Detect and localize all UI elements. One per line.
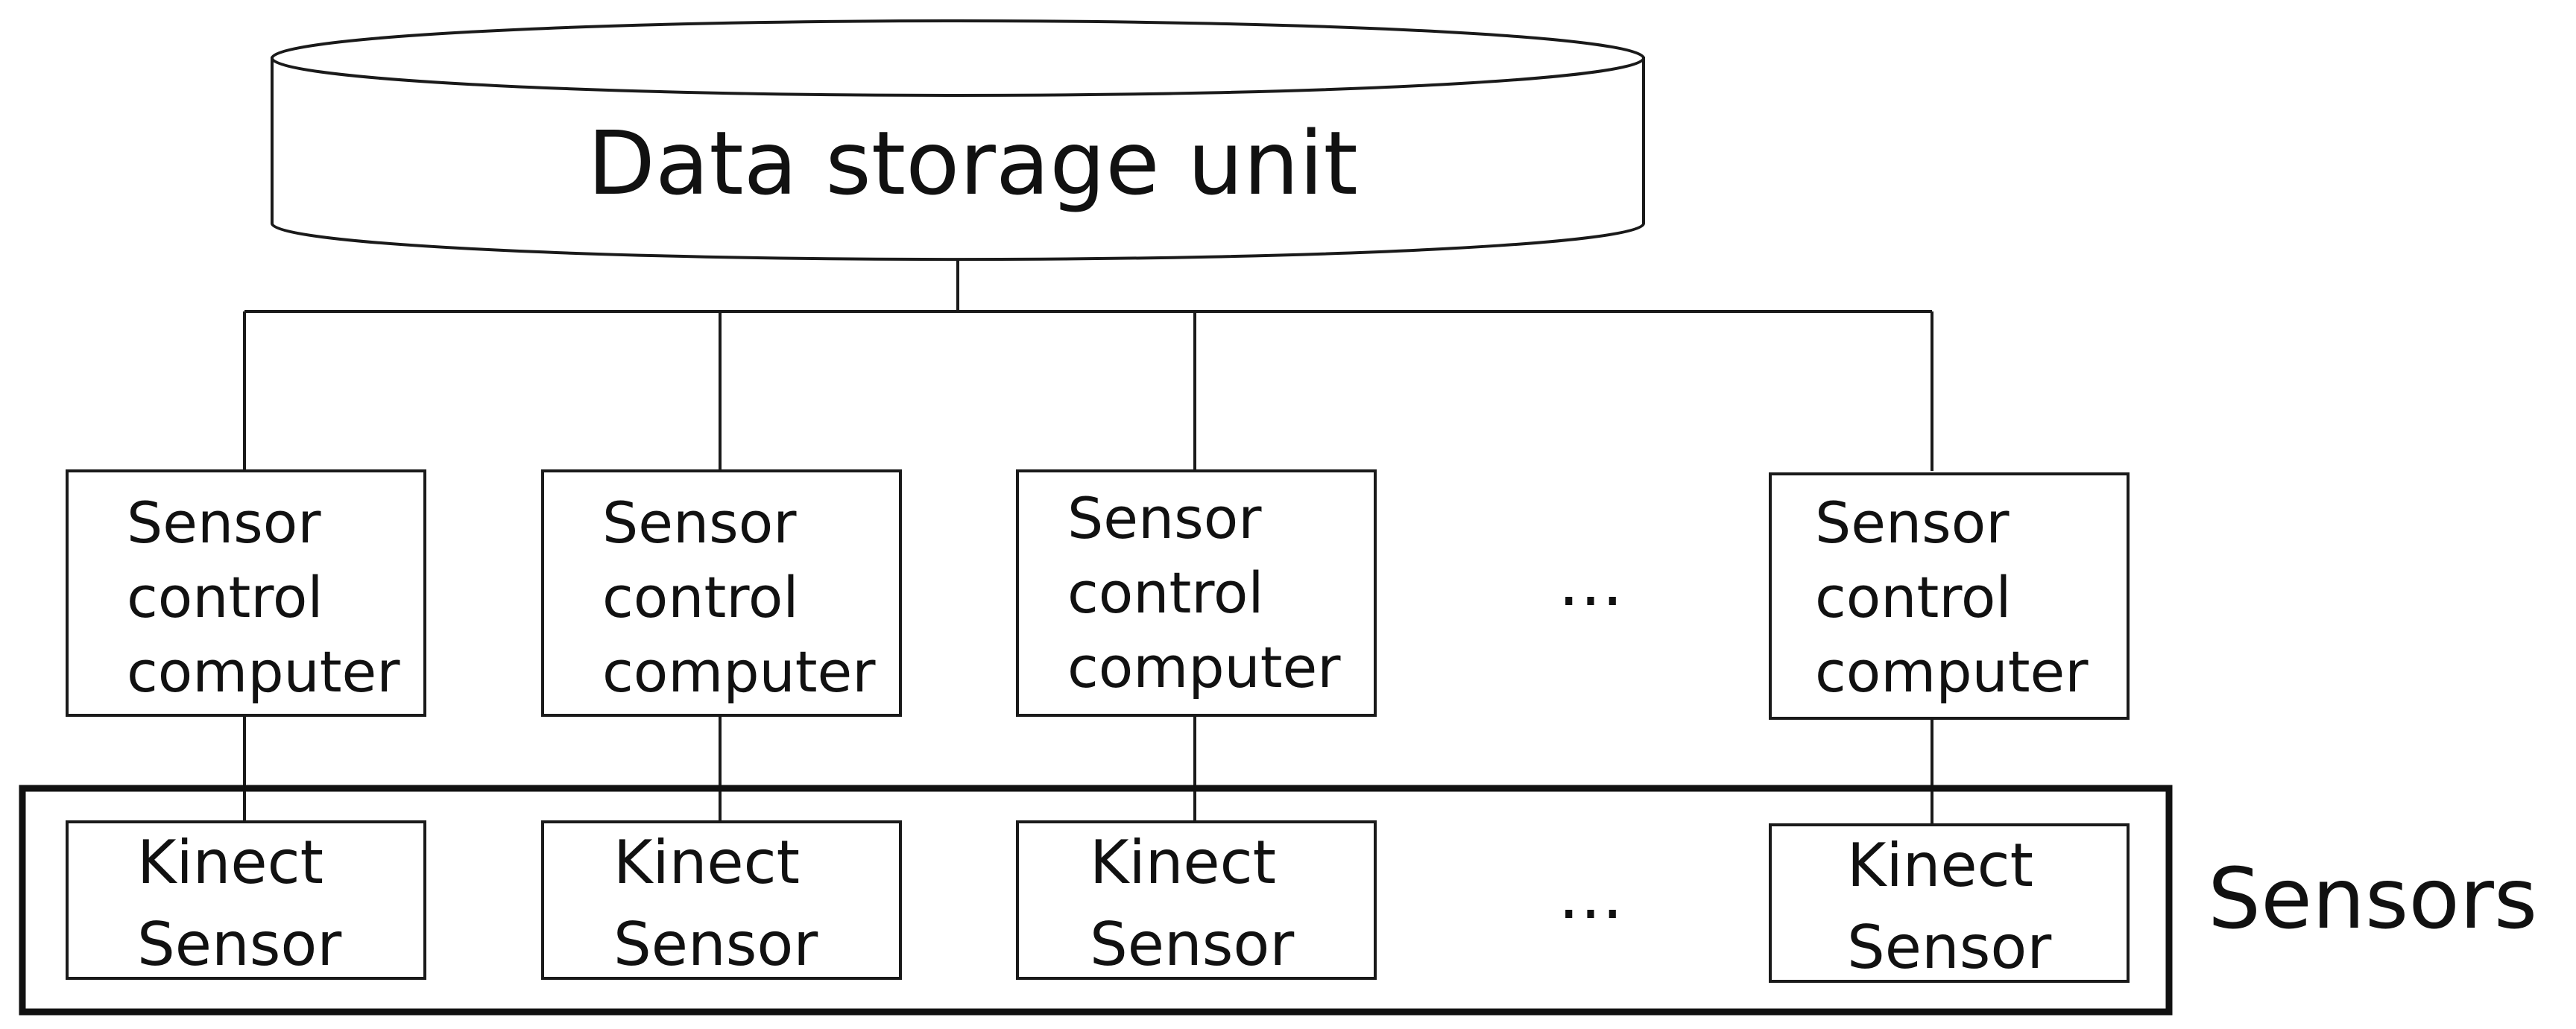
sensor-label-line: Kinect bbox=[613, 828, 800, 897]
sensor-label: Kinect Sensor bbox=[1090, 828, 1295, 979]
sensor-label-line: Sensor bbox=[613, 910, 818, 979]
computer-label-line: control bbox=[1067, 560, 1263, 626]
storage-label: Data storage unit bbox=[587, 112, 1358, 215]
sensor-node: Kinect Sensor bbox=[66, 820, 426, 980]
computer-box bbox=[1016, 469, 1377, 717]
computer-label-line: computer bbox=[602, 639, 876, 705]
computer-node: Sensor control computer bbox=[66, 469, 426, 717]
sensor-node: Kinect Sensor bbox=[1016, 820, 1377, 980]
computer-label: Sensor control computer bbox=[1067, 485, 1341, 700]
computer-label-line: control bbox=[602, 564, 798, 630]
computer-label: Sensor control computer bbox=[127, 490, 400, 705]
data-storage-unit: Data storage unit bbox=[271, 19, 1645, 262]
computer-label-line: control bbox=[127, 564, 323, 630]
sensors-ellipsis: … bbox=[1558, 857, 1623, 934]
sensor-label-line: Sensor bbox=[1090, 910, 1294, 979]
sensors-group-label: Sensors bbox=[2208, 851, 2537, 948]
computer-label: Sensor control computer bbox=[602, 490, 876, 705]
sensor-box bbox=[1016, 820, 1377, 980]
computer-label-line: Sensor bbox=[1067, 485, 1262, 551]
computer-label-line: computer bbox=[1067, 634, 1341, 700]
computer-box bbox=[541, 469, 902, 717]
computer-label: Sensor control computer bbox=[1815, 490, 2089, 705]
computer-label-line: control bbox=[1815, 564, 2011, 630]
computer-label-line: computer bbox=[127, 639, 400, 705]
sensor-box bbox=[66, 820, 426, 980]
sensors-group-frame bbox=[19, 785, 2173, 1016]
computer-label-line: Sensor bbox=[602, 490, 797, 556]
sensor-label-line: Kinect bbox=[1090, 828, 1276, 897]
computer-label-line: Sensor bbox=[1815, 490, 2010, 556]
computer-label-line: computer bbox=[1815, 639, 2089, 705]
storage-cylinder-top bbox=[271, 19, 1645, 97]
computer-node: Sensor control computer bbox=[1016, 469, 1377, 717]
computers-ellipsis: … bbox=[1558, 544, 1623, 621]
sensor-label: Kinect Sensor bbox=[1847, 831, 2052, 982]
storage-cylinder-body bbox=[271, 57, 1645, 262]
sensor-label: Kinect Sensor bbox=[137, 828, 342, 979]
computer-node: Sensor control computer bbox=[541, 469, 902, 717]
computer-node: Sensor control computer bbox=[1769, 472, 2130, 720]
computer-label-line: Sensor bbox=[127, 490, 321, 556]
computer-box bbox=[66, 469, 426, 717]
sensor-label-line: Sensor bbox=[137, 910, 341, 979]
sensor-label-line: Kinect bbox=[137, 828, 323, 897]
sensor-box bbox=[541, 820, 902, 980]
computer-box bbox=[1769, 472, 2130, 720]
sensor-box bbox=[1769, 823, 2130, 983]
sensor-label-line: Sensor bbox=[1847, 913, 2051, 982]
sensor-node: Kinect Sensor bbox=[1769, 823, 2130, 983]
sensor-label-line: Kinect bbox=[1847, 831, 2033, 900]
sensor-label: Kinect Sensor bbox=[613, 828, 818, 979]
connector-lines bbox=[243, 259, 1933, 825]
sensor-node: Kinect Sensor bbox=[541, 820, 902, 980]
